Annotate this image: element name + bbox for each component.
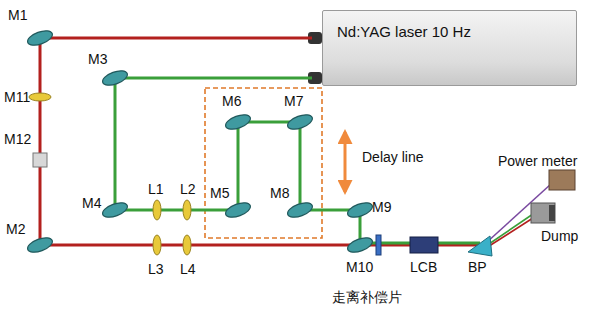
mirror [224, 112, 253, 132]
part-label: M12 [4, 132, 31, 147]
part-label: L1 [148, 182, 164, 197]
part-label: M4 [82, 196, 101, 211]
beam-dump-end [549, 205, 555, 221]
prism [468, 236, 492, 256]
output-beam [486, 218, 533, 248]
part-label: M2 [6, 222, 25, 237]
lcb-crystal [410, 237, 438, 253]
green-beam [115, 78, 480, 243]
power-meter [549, 170, 575, 190]
part-label: M5 [210, 186, 229, 201]
part-label: Dump [541, 229, 578, 244]
lens [183, 200, 191, 220]
walkoff-plate [376, 235, 381, 255]
laser-box: Nd:YAG laser 10 Hz [322, 10, 577, 86]
part-label: M11 [4, 90, 30, 105]
part-label: M6 [222, 94, 241, 109]
part-label: Delay line [362, 150, 423, 165]
part-label: L3 [148, 262, 164, 277]
part-label: M8 [270, 186, 289, 201]
part-label: M1 [8, 8, 27, 23]
part-label: M10 [346, 260, 373, 275]
beam-dump [531, 203, 555, 223]
part-label: BP [468, 260, 487, 275]
part-label: M3 [88, 52, 107, 67]
mirror [346, 200, 375, 220]
mirror [286, 200, 315, 220]
mirror [224, 200, 253, 220]
mirror [101, 200, 130, 220]
lens [153, 200, 161, 220]
part-label: L4 [180, 262, 196, 277]
mirror [346, 235, 375, 255]
part-label: M7 [284, 94, 303, 109]
mirror [26, 235, 55, 255]
cube [33, 153, 47, 167]
part-label: LCB [410, 260, 437, 275]
part-label: 走离补偿片 [332, 290, 402, 305]
output-beam [486, 214, 533, 246]
mirror [101, 68, 130, 88]
delay-line-box [205, 88, 322, 238]
mirror [26, 28, 55, 48]
part-label: L2 [180, 182, 196, 197]
delay-arrow [344, 132, 347, 192]
lens [183, 235, 191, 255]
part-label: M9 [372, 200, 391, 215]
mirror [286, 112, 315, 132]
laser-label: Nd:YAG laser 10 Hz [337, 23, 471, 40]
lens [153, 235, 161, 255]
part-label: Power meter [498, 154, 577, 169]
lens [29, 93, 51, 101]
